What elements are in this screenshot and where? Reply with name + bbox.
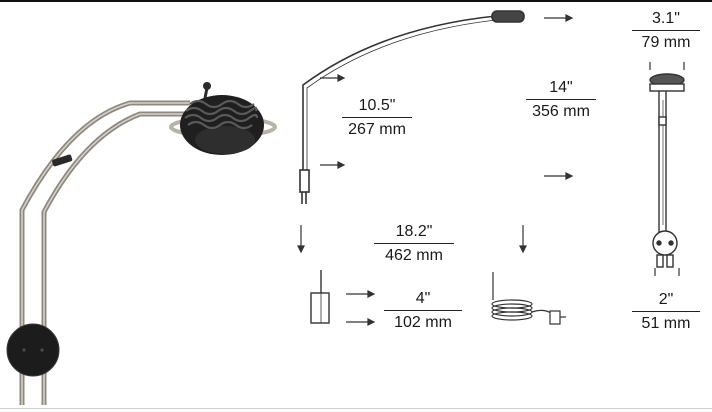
front-elevation [649,73,685,268]
head-knob [203,82,211,90]
lamp-base-disc [7,324,59,376]
lamp-arm-outer-highlight [21,102,190,405]
height-imperial: 14" [549,79,573,96]
head-fins [184,99,259,130]
side-elevation [299,10,525,204]
head-bottom [195,126,255,154]
overall-width-metric: 462 mm [385,247,443,264]
dimension-head-width: 3.1" 79 mm [632,9,700,52]
height-metric: 356 mm [532,103,590,120]
front-base-disc [652,230,678,256]
base-side-block [310,292,330,324]
elevation-arm [302,15,497,170]
base-detail-side [310,270,330,324]
arm-reach-metric: 267 mm [348,121,406,138]
head-width-imperial: 3.1" [652,10,680,27]
dimension-ticks [297,14,685,326]
elevation-head [491,10,525,23]
bottom-rule [0,408,712,409]
fraction-line [384,310,462,311]
dimension-base-width: 2" 51 mm [632,290,700,333]
base-depth-metric: 102 mm [394,314,452,331]
dimension-arm-reach: 10.5" 267 mm [342,96,412,139]
cord-plug [549,310,561,325]
lamp-arm-inner-highlight [43,113,190,405]
fraction-line [632,311,700,312]
fraction-line [526,99,596,100]
dimension-height: 14" 356 mm [526,78,596,121]
elevation-post [299,169,310,193]
lamp-photo [6,82,277,405]
fraction-line [374,243,454,244]
base-width-imperial: 2" [658,291,674,308]
dimension-overall-width: 18.2" 462 mm [374,222,454,265]
cord-coil [491,272,566,325]
fraction-line [342,117,412,118]
base-width-metric: 51 mm [641,315,691,332]
top-rule [0,0,712,2]
dimension-base-depth: 4" 102 mm [384,289,462,332]
arm-clip [52,154,73,167]
head-width-metric: 79 mm [641,34,691,51]
arm-reach-imperial: 10.5" [358,97,396,114]
fraction-line [632,30,700,31]
base-depth-imperial: 4" [415,290,431,307]
elevation-arm-inner [306,19,497,170]
overall-width-imperial: 18.2" [395,223,433,240]
